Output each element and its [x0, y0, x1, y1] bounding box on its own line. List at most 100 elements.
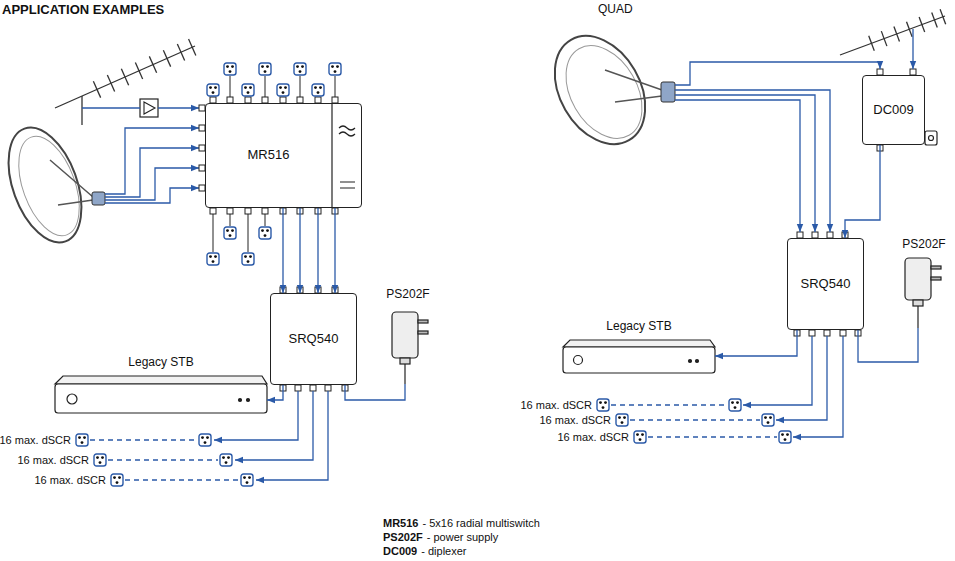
- signal-connector: [345, 384, 405, 400]
- key-text: - diplexer: [421, 545, 466, 558]
- key-term: DC009: [383, 545, 417, 558]
- wall-socket: [729, 399, 741, 411]
- wall-socket: [259, 63, 271, 75]
- yagi-antenna: [840, 9, 946, 55]
- port-connector: [295, 385, 301, 391]
- wall-socket: [259, 227, 271, 239]
- port-connector: [210, 208, 216, 214]
- yagi-antenna: [189, 39, 196, 55]
- yagi-antenna: [149, 56, 156, 72]
- multiswitch-psu-symbol: [331, 103, 332, 208]
- set-top-box-icon: [563, 340, 715, 373]
- key-text: - power supply: [427, 531, 499, 544]
- multiswitch-psu-symbol: [340, 182, 355, 188]
- lnb-wire: [105, 128, 199, 194]
- page-title: APPLICATION EXAMPLES: [2, 3, 164, 18]
- key-text: - 5x16 radial multiswitch: [422, 517, 539, 530]
- signal-connector: [858, 328, 918, 362]
- dscr-note: 16 max. dSCR: [520, 399, 592, 412]
- dscr-wire: [235, 391, 313, 460]
- yagi-antenna: [894, 26, 900, 41]
- wall-socket: [634, 431, 646, 443]
- wall-socket: [616, 414, 628, 426]
- set-top-box-icon: [239, 399, 242, 402]
- yagi-antenna: [881, 31, 887, 46]
- wall-socket: [597, 399, 609, 411]
- power-adapter-icon: [418, 331, 428, 334]
- power-adapter-icon: [917, 306, 918, 328]
- wall-socket: [111, 474, 123, 486]
- set-top-box-icon: [574, 356, 583, 365]
- wall-socket: [207, 253, 219, 265]
- key-term: PS202F: [383, 531, 423, 544]
- node-label: Legacy STB: [128, 356, 193, 370]
- power-adapter-icon: [400, 358, 410, 364]
- dscr-note: 16 max. dSCR: [17, 454, 89, 467]
- power-supply: PS202F: [896, 238, 951, 328]
- key-term: MR516: [383, 517, 418, 530]
- amplifier-symbol: [140, 99, 158, 117]
- lnb-wire: [675, 90, 830, 232]
- set-top-box-icon: [67, 394, 77, 404]
- signal-connector: [715, 330, 797, 356]
- wall-socket: [762, 414, 774, 426]
- dscr-note: 16 max. dSCR: [34, 474, 106, 487]
- quad-dish: [536, 20, 675, 160]
- wall-socket: [242, 253, 254, 265]
- port-connector: [824, 330, 830, 336]
- satellite-dish: [0, 118, 96, 253]
- diplexer-ear: [925, 131, 937, 145]
- power-adapter-icon: [404, 364, 405, 384]
- scr-converter-box: SRQ540: [270, 293, 357, 385]
- set-top-box-icon: [55, 384, 267, 413]
- wall-socket: [277, 84, 289, 96]
- quad-dish: [605, 70, 662, 102]
- socket-wire: [213, 214, 265, 252]
- port-connector: [809, 330, 815, 336]
- wall-socket: [76, 434, 88, 446]
- set-top-box-icon: [55, 376, 267, 384]
- wall-socket: [224, 227, 236, 239]
- lnb-wire: [675, 100, 800, 232]
- legacy-receiver: Legacy STB: [563, 320, 715, 373]
- dish-type-label: QUAD: [598, 3, 633, 17]
- quad-dish: [536, 20, 663, 160]
- lnb-wire: [105, 148, 199, 197]
- signal-connector: [845, 145, 880, 238]
- node-label: PS202F: [902, 238, 945, 252]
- dscr-wire: [776, 336, 827, 420]
- yagi-antenna: [55, 46, 195, 108]
- wall-socket: [242, 84, 254, 96]
- yagi-antenna: [93, 81, 100, 97]
- dscr-wire: [793, 336, 843, 437]
- set-top-box-icon: [247, 399, 250, 402]
- yagi-antenna: [107, 75, 114, 91]
- node-label: SRQ540: [289, 332, 339, 347]
- lnb-wire: [105, 188, 199, 203]
- set-top-box-icon: [689, 360, 692, 363]
- power-adapter-icon: [905, 258, 941, 328]
- lnb-wire: [912, 29, 913, 69]
- yagi-antenna: [55, 39, 196, 125]
- yagi-antenna: [840, 16, 945, 55]
- set-top-box-icon: [563, 347, 715, 373]
- socket-wire: [230, 76, 335, 97]
- satellite-dish: [92, 192, 105, 205]
- node-label: MR516: [248, 148, 290, 163]
- wall-socket: [94, 454, 106, 466]
- power-adapter-icon: [392, 312, 418, 358]
- lnb-wire: [675, 62, 880, 85]
- wall-socket: [294, 63, 306, 75]
- lnb-wire: [105, 128, 199, 203]
- wall-socket: [207, 63, 341, 265]
- power-adapter-icon: [392, 312, 428, 384]
- power-adapter-icon: [931, 266, 941, 269]
- wall-socket: [199, 434, 211, 446]
- node-label: DC009: [873, 103, 913, 118]
- wall-socket: [779, 431, 791, 443]
- lnb-wire: [675, 95, 815, 232]
- signal-connector: [317, 208, 318, 293]
- signal-connector: [282, 208, 283, 293]
- quad-dish: [550, 32, 657, 152]
